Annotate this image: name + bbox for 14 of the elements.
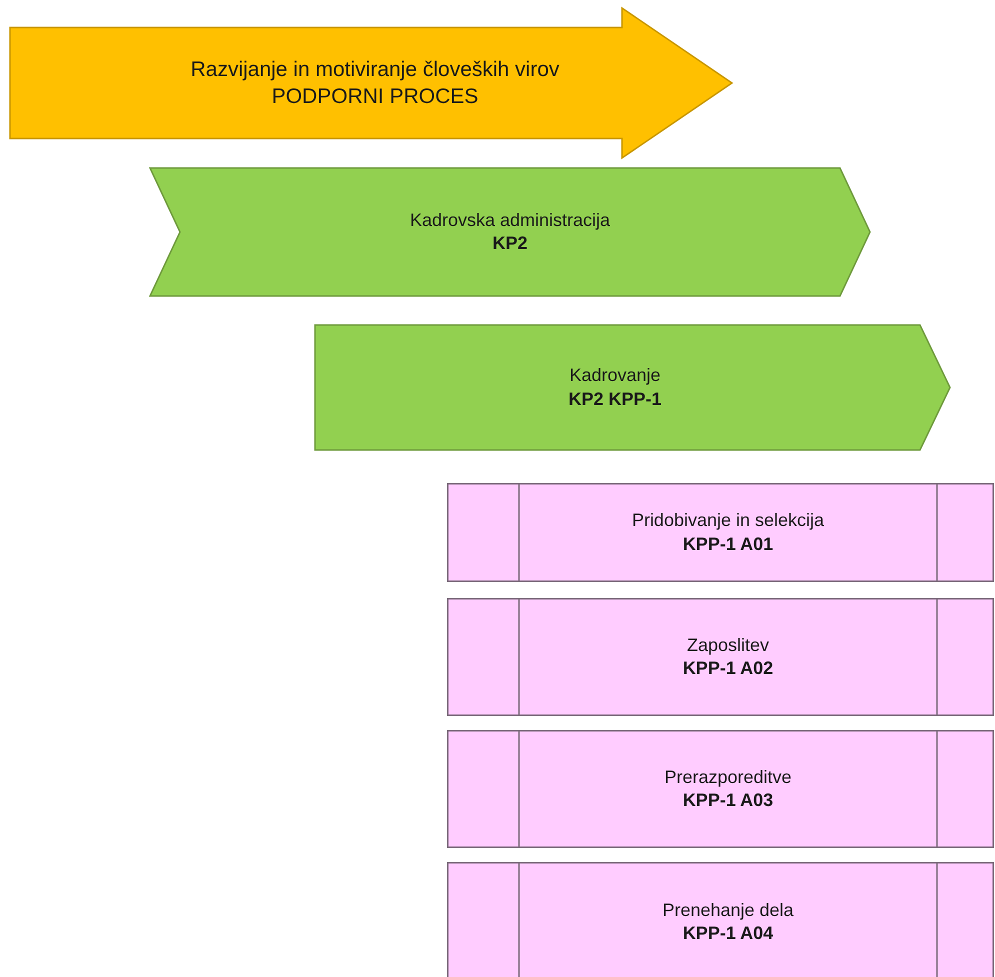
node-title: Kadrovanje	[569, 364, 661, 388]
node-code: KPP-1 A04	[682, 922, 774, 945]
node-code: KP2	[492, 232, 528, 255]
node-title: Prenehanje dela	[662, 898, 794, 922]
node-title: Kadrovska administracija	[410, 208, 610, 232]
node-title: Prerazporeditve	[664, 766, 792, 789]
node-code: KPP-1 A02	[682, 657, 774, 680]
node-code: PODPORNI PROCES	[272, 84, 478, 110]
node-code: KPP-1 A01	[682, 532, 774, 556]
node-title: Zaposlitev	[686, 634, 770, 657]
node-code: KP2 KPP-1	[568, 388, 662, 410]
node-title: Razvijanje in motiviranje človeških virov	[190, 56, 560, 83]
node-code: KPP-1 A03	[682, 789, 774, 812]
node-title: Pridobivanje in selekcija	[632, 509, 824, 532]
